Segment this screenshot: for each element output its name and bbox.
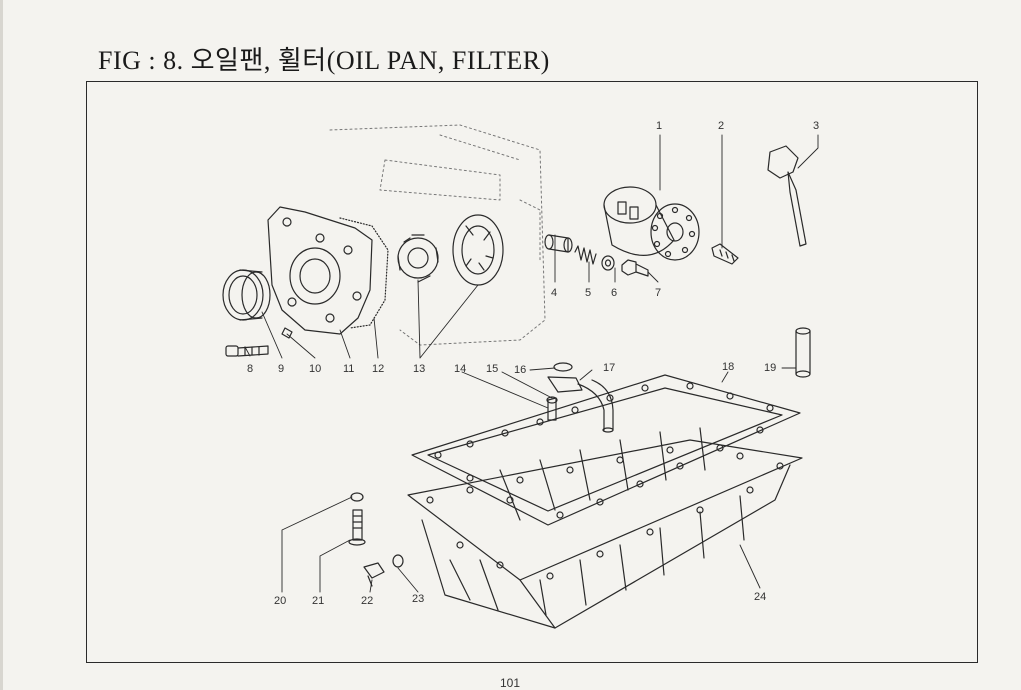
valve-plug	[621, 259, 649, 277]
callout-7: 7	[655, 287, 661, 299]
callout-8: 8	[247, 363, 253, 375]
callout-11: 11	[343, 363, 354, 375]
callout-3: 3	[813, 120, 819, 132]
oil-seal	[222, 269, 271, 321]
front-cover	[267, 206, 373, 335]
leader-lines	[244, 134, 819, 593]
scan-edge	[0, 0, 3, 690]
callout-6: 6	[611, 287, 617, 299]
pan-gasket	[411, 374, 801, 526]
valve-washer	[601, 255, 615, 271]
callout-9: 9	[278, 363, 284, 375]
oil-filter	[603, 186, 700, 261]
dipstick	[767, 145, 807, 247]
o-ring	[553, 362, 573, 372]
callout-24: 24	[754, 591, 766, 603]
callout-5: 5	[585, 287, 591, 299]
callout-13: 13	[413, 363, 425, 375]
callout-15: 15	[486, 363, 498, 375]
plug-gasket	[392, 554, 404, 568]
callout-12: 12	[372, 363, 384, 375]
engine-block-outline	[329, 124, 546, 346]
callout-labels: 1 2 3 4 5 6 7 8 9 10 11 12 13 14 15 16 1…	[247, 120, 819, 607]
callout-1: 1	[656, 120, 662, 132]
page-title: FIG : 8. 오일팬, 휠터(OIL PAN, FILTER)	[98, 46, 550, 75]
callout-10: 10	[309, 363, 321, 375]
pipe-bolt	[546, 396, 558, 421]
callout-23: 23	[412, 593, 424, 605]
drain-stud	[348, 509, 366, 546]
callout-19: 19	[764, 362, 776, 374]
callout-14: 14	[454, 363, 466, 375]
page-number: 101	[500, 676, 521, 690]
figure-frame	[86, 81, 978, 663]
callout-4: 4	[551, 287, 557, 299]
callout-20: 20	[274, 595, 286, 607]
outer-rotor	[452, 214, 504, 286]
inner-rotor	[397, 234, 439, 283]
callout-2: 2	[718, 120, 724, 132]
filter-nipple	[711, 243, 739, 265]
bolt-8	[225, 345, 269, 357]
dowel-pin	[281, 327, 293, 339]
drain-washer	[350, 492, 364, 502]
suction-pipe	[547, 376, 614, 433]
valve-spring	[574, 245, 597, 265]
callout-18: 18	[722, 361, 734, 373]
valve-plunger	[544, 234, 573, 253]
drain-plug	[363, 562, 385, 587]
oil-pan	[407, 427, 803, 629]
callout-22: 22	[361, 595, 373, 607]
dipstick-guide	[795, 327, 811, 378]
callout-17: 17	[603, 362, 615, 374]
callout-16: 16	[514, 364, 526, 376]
cover-gasket	[339, 217, 389, 329]
callout-21: 21	[312, 595, 324, 607]
